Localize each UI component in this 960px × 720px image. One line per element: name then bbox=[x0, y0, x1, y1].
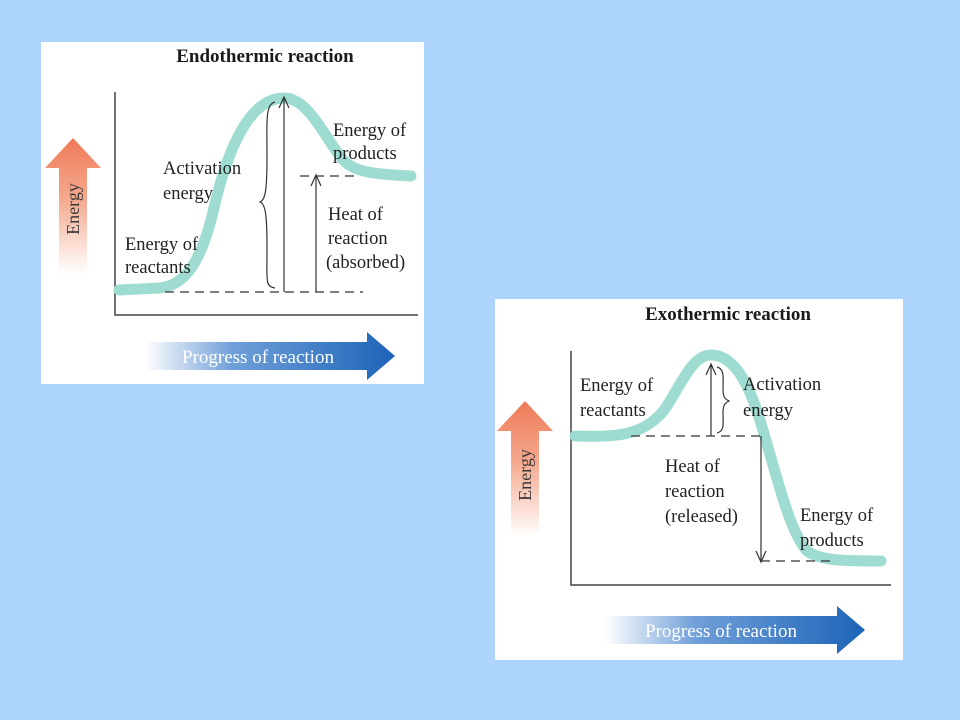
exothermic-title: Exothermic reaction bbox=[645, 304, 811, 325]
reactants-label-line2: reactants bbox=[125, 258, 191, 278]
exothermic-svg: Exothermic reaction Energy Energy of rea… bbox=[497, 304, 891, 654]
energy-axis-label: Energy bbox=[63, 183, 83, 235]
reactants-label-line1: Energy of bbox=[580, 376, 654, 396]
axes bbox=[570, 351, 891, 586]
activation-label-line2: energy bbox=[743, 401, 794, 421]
activation-label-line2: energy bbox=[163, 184, 214, 204]
activation-label-line1: Activation bbox=[163, 159, 241, 179]
energy-axis-label: Energy bbox=[515, 449, 535, 501]
reactants-label-line1: Energy of bbox=[125, 235, 199, 255]
heat-label-line3: (absorbed) bbox=[326, 253, 405, 273]
products-label-line2: products bbox=[800, 531, 864, 551]
products-label-line2: products bbox=[333, 144, 397, 164]
heat-label-line2: reaction bbox=[665, 482, 725, 502]
activation-brace bbox=[258, 101, 276, 289]
activation-label-line1: Activation bbox=[743, 375, 821, 395]
reactants-label-line2: reactants bbox=[580, 401, 646, 421]
energy-axis-arrow bbox=[45, 138, 101, 274]
energy-axis-arrow bbox=[497, 401, 553, 537]
products-label-line1: Energy of bbox=[800, 506, 874, 526]
products-label-line1: Energy of bbox=[333, 121, 407, 141]
endothermic-svg: Endothermic reaction Energy Activation e… bbox=[45, 46, 418, 380]
progress-axis-arrow bbox=[605, 606, 865, 654]
progress-axis-label: Progress of reaction bbox=[645, 621, 797, 642]
activation-arrowhead bbox=[278, 95, 290, 109]
activation-arrowhead bbox=[705, 362, 717, 376]
exothermic-diagram: Exothermic reaction Energy Energy of rea… bbox=[495, 299, 903, 660]
heat-arrowhead bbox=[310, 173, 322, 187]
heat-label-line1: Heat of bbox=[665, 457, 721, 477]
progress-axis-label: Progress of reaction bbox=[182, 347, 334, 368]
progress-axis-arrow bbox=[145, 332, 395, 380]
heat-label-line1: Heat of bbox=[328, 205, 384, 225]
endothermic-title: Endothermic reaction bbox=[176, 46, 354, 67]
heat-label-line2: reaction bbox=[328, 229, 388, 249]
energy-curve bbox=[113, 92, 417, 296]
endothermic-diagram: Endothermic reaction Energy Activation e… bbox=[41, 42, 424, 384]
heat-arrowhead bbox=[755, 550, 767, 564]
energy-curve bbox=[569, 349, 887, 567]
axes bbox=[114, 92, 418, 316]
activation-brace bbox=[716, 366, 731, 434]
heat-label-line3: (released) bbox=[665, 507, 738, 527]
